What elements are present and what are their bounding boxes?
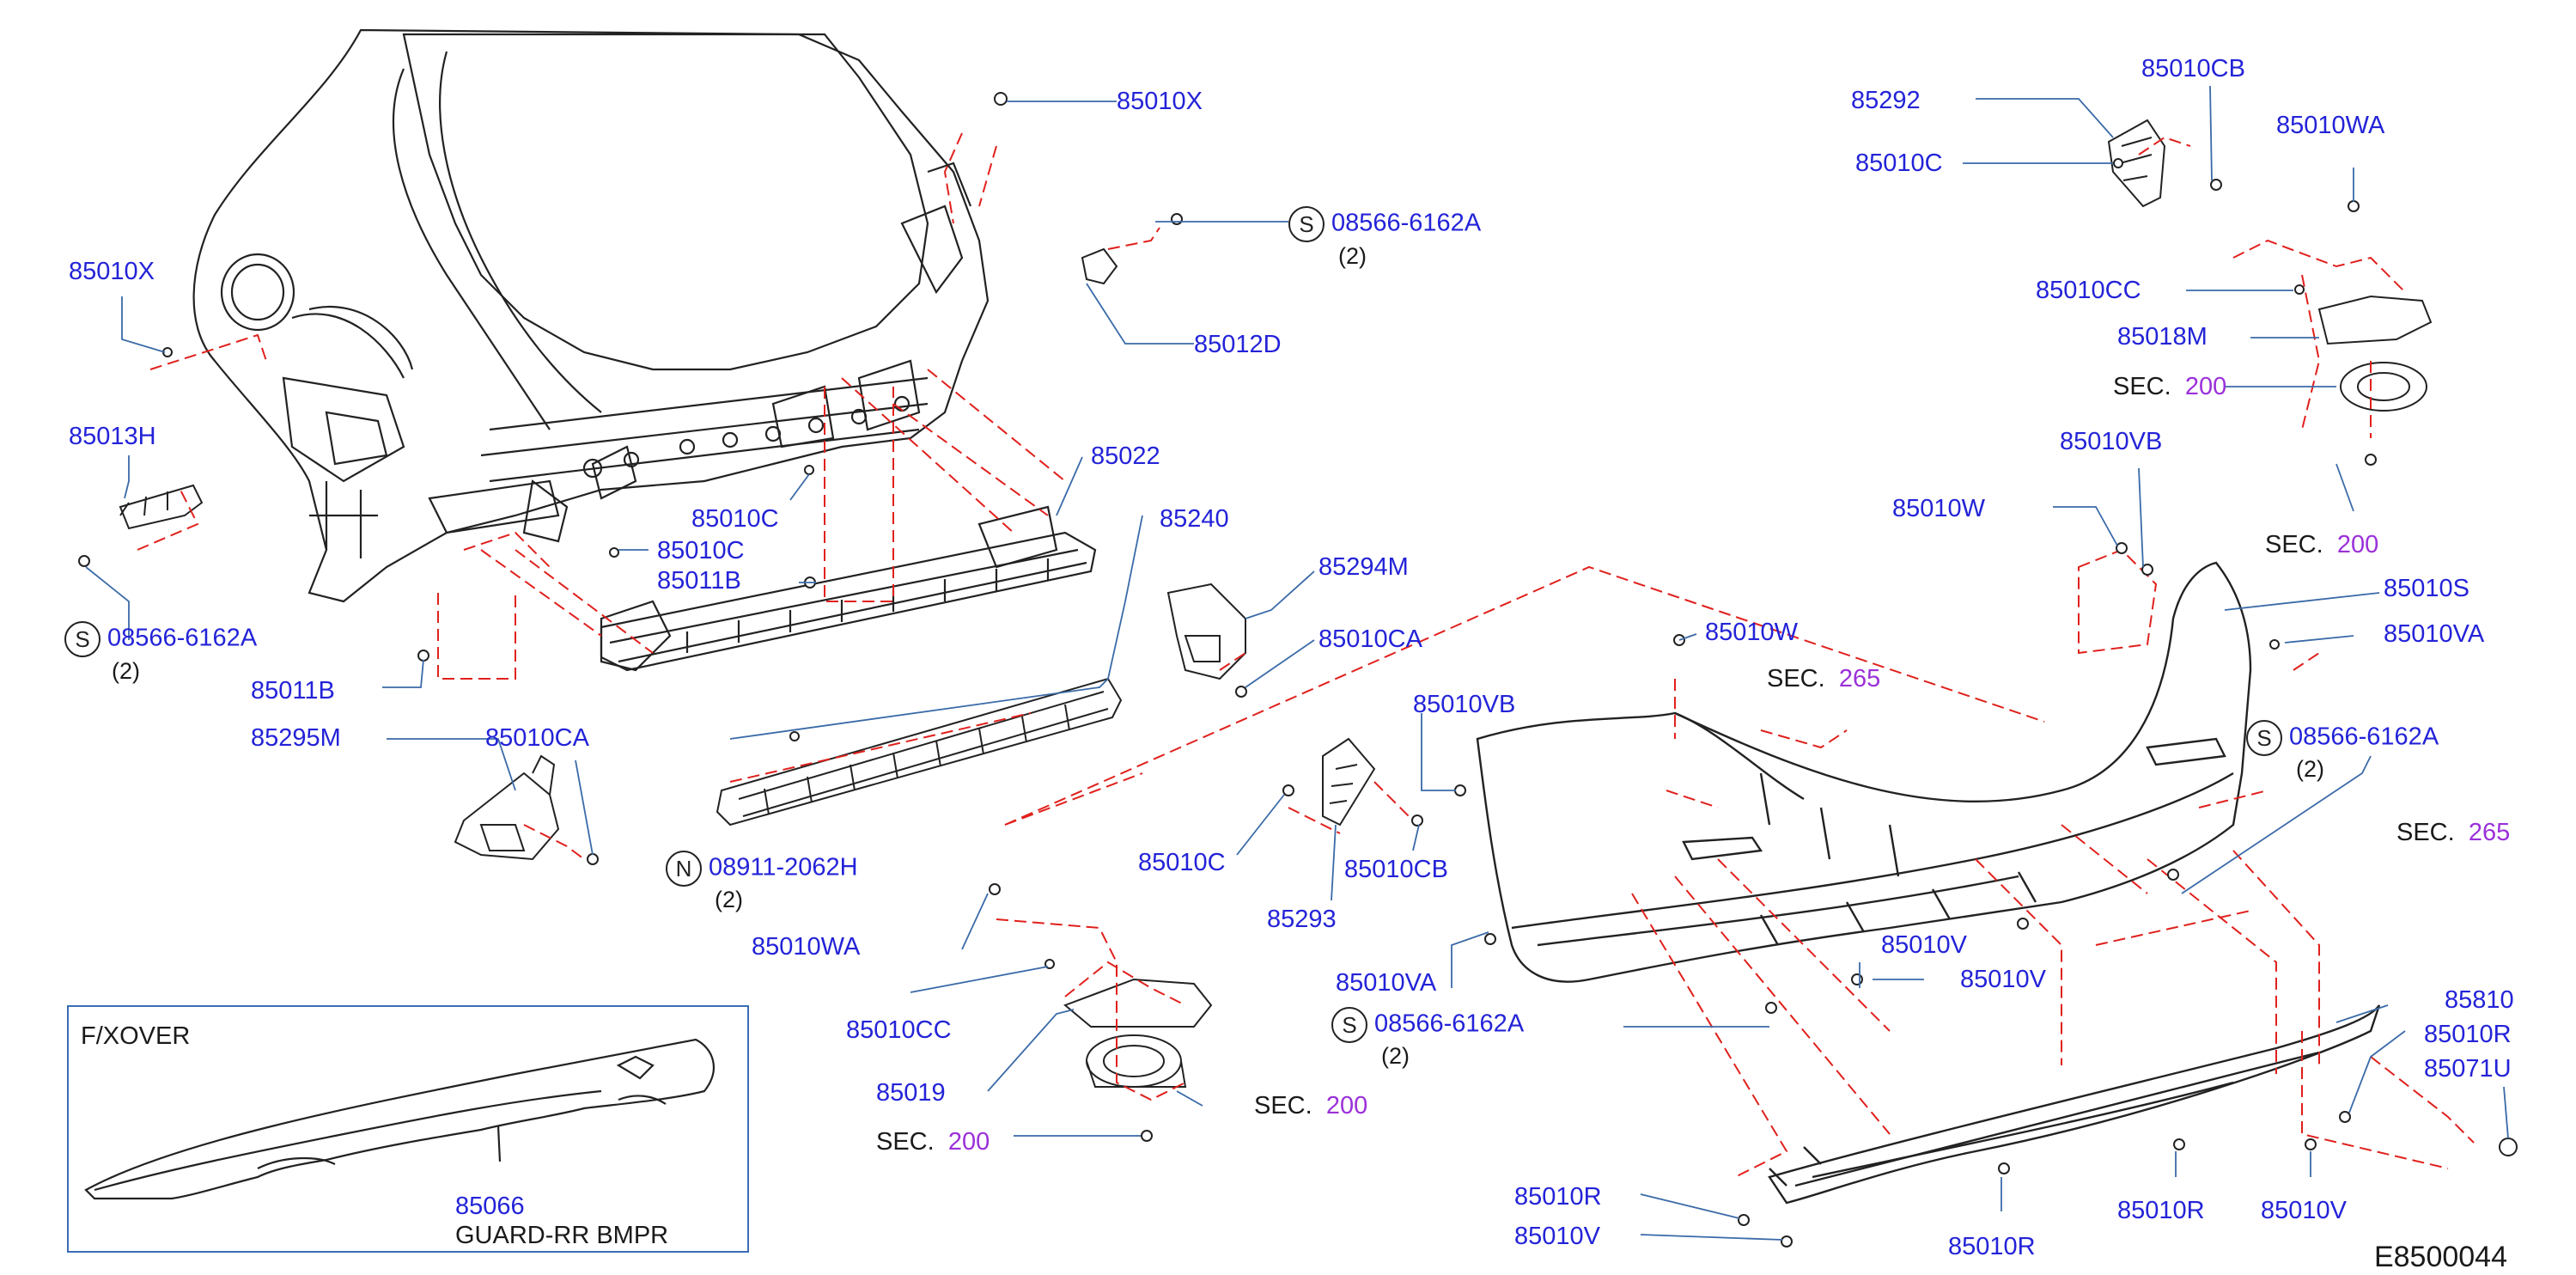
label-85010R-bottom[interactable]: 85010R	[2117, 1197, 2205, 1224]
label-85010CA-right[interactable]: 85010CA	[1318, 625, 1422, 653]
bracket-85013H-drawing	[119, 484, 204, 530]
phantom-alignment-lines	[137, 132, 2475, 1178]
grommet-85012D-drawing	[1081, 247, 1118, 285]
label-85019[interactable]: 85019	[876, 1079, 946, 1107]
label-85012D[interactable]: 85012D	[1194, 331, 1282, 358]
label-85010S[interactable]: 85010S	[2384, 575, 2469, 602]
section-ref-200-right[interactable]: SEC. 200	[2265, 531, 2379, 558]
rear-diffuser-85810-drawing	[1768, 1004, 2381, 1205]
diagram-code: E8500044	[2373, 1241, 2507, 1273]
bracket-85295M-drawing	[454, 754, 560, 861]
label-85293[interactable]: 85293	[1267, 906, 1337, 933]
label-85295M[interactable]: 85295M	[251, 724, 341, 752]
label-85010X-top[interactable]: 85010X	[1117, 88, 1203, 115]
screw-symbol-icon: S	[1331, 1007, 1367, 1043]
label-85240[interactable]: 85240	[1160, 505, 1229, 533]
energy-absorber-85240-drawing	[716, 677, 1123, 827]
label-85010W-right[interactable]: 85010W	[1892, 495, 1986, 522]
section-ref-200-bottom[interactable]: SEC. 200	[1254, 1092, 1368, 1119]
label-85010X-left[interactable]: 85010X	[69, 258, 155, 285]
screw-symbol-icon: S	[1288, 206, 1325, 242]
nut-quantity: (2)	[715, 887, 743, 912]
label-85292[interactable]: 85292	[1851, 87, 1921, 114]
label-85066[interactable]: 85066	[455, 1193, 525, 1220]
inset-part-description: GUARD-RR BMPR	[455, 1222, 669, 1249]
section-ref-200-upper[interactable]: SEC. 200	[2113, 373, 2227, 400]
fxover-inset-box: F/XOVER 85066 GUARD-RR BMPR	[67, 1005, 749, 1253]
label-85010V-b[interactable]: 85010V	[1960, 966, 2046, 993]
label-85010CC-bottom[interactable]: 85010CC	[846, 1016, 952, 1044]
label-85010R-center[interactable]: 85010R	[1948, 1233, 2036, 1260]
label-85018M[interactable]: 85018M	[2117, 323, 2208, 351]
leader-lines	[85, 85, 2509, 1241]
screw-part-number: 08566-6162A	[1374, 1010, 1525, 1038]
screw-symbol-icon: S	[64, 621, 100, 657]
screw-quantity: (2)	[2296, 756, 2324, 782]
bracket-85294M-drawing	[1166, 583, 1246, 680]
bracket-85292-drawing	[2107, 119, 2166, 208]
bracket-85018M-drawing	[2317, 295, 2433, 412]
label-85010C-b[interactable]: 85010C	[657, 537, 745, 564]
label-85010VB-center[interactable]: 85010VB	[1413, 691, 1516, 718]
guard-85066-drawing	[84, 1038, 715, 1200]
screw-symbol-icon: S	[2246, 720, 2282, 756]
nut-symbol-icon: N	[666, 851, 702, 887]
label-85011B-left[interactable]: 85011B	[251, 677, 335, 705]
label-85010WA-top[interactable]: 85010WA	[2276, 112, 2385, 139]
label-85071U[interactable]: 85071U	[2424, 1055, 2512, 1083]
label-85010R-left[interactable]: 85010R	[1514, 1183, 1602, 1211]
label-85010VB-right[interactable]: 85010VB	[2060, 428, 2163, 455]
label-85010V-a[interactable]: 85010V	[1881, 931, 1967, 959]
label-85022[interactable]: 85022	[1091, 442, 1160, 470]
screw-quantity: (2)	[112, 658, 140, 684]
label-85010V-d[interactable]: 85010V	[1514, 1223, 1600, 1250]
label-85013H[interactable]: 85013H	[69, 423, 156, 450]
section-ref-265-center[interactable]: SEC. 265	[1767, 665, 1881, 692]
label-85010CB-center[interactable]: 85010CB	[1344, 856, 1448, 883]
label-85010W-center[interactable]: 85010W	[1705, 619, 1799, 646]
rear-bumper-fascia-drawing	[1476, 561, 2252, 983]
rear-body-structure-drawing	[192, 28, 990, 603]
bracket-85293-drawing	[1322, 737, 1376, 827]
label-85010CB-top[interactable]: 85010CB	[2141, 55, 2245, 82]
nut-part-number: 08911-2062H	[709, 853, 858, 882]
label-85010VA-right[interactable]: 85010VA	[2384, 620, 2485, 648]
label-85010C-a[interactable]: 85010C	[691, 505, 779, 533]
bracket-85019-drawing	[1063, 978, 1213, 1088]
label-85010CC-top[interactable]: 85010CC	[2036, 277, 2141, 304]
label-85011B-center[interactable]: 85011B	[657, 567, 741, 595]
screw-quantity: (2)	[1381, 1043, 1410, 1069]
section-ref-265-right[interactable]: SEC. 265	[2396, 819, 2511, 846]
label-85010WA-bottom[interactable]: 85010WA	[752, 933, 861, 961]
label-85010V-c[interactable]: 85010V	[2261, 1197, 2347, 1224]
label-85010C-d[interactable]: 85010C	[1855, 149, 1943, 177]
screw-part-number: 08566-6162A	[107, 624, 258, 652]
label-85010CA-left[interactable]: 85010CA	[485, 724, 589, 752]
label-85810[interactable]: 85810	[2445, 986, 2514, 1014]
inset-title: F/XOVER	[81, 1022, 191, 1050]
label-85010VA-bottom[interactable]: 85010VA	[1336, 969, 1437, 997]
screw-part-number: 08566-6162A	[2289, 723, 2439, 751]
section-ref-200-left[interactable]: SEC. 200	[876, 1128, 990, 1156]
label-85010R-right[interactable]: 85010R	[2424, 1021, 2512, 1048]
label-85294M[interactable]: 85294M	[1318, 553, 1409, 581]
screw-quantity: (2)	[1338, 243, 1367, 269]
screw-part-number: 08566-6162A	[1331, 209, 1482, 237]
label-85010C-c[interactable]: 85010C	[1138, 849, 1226, 876]
